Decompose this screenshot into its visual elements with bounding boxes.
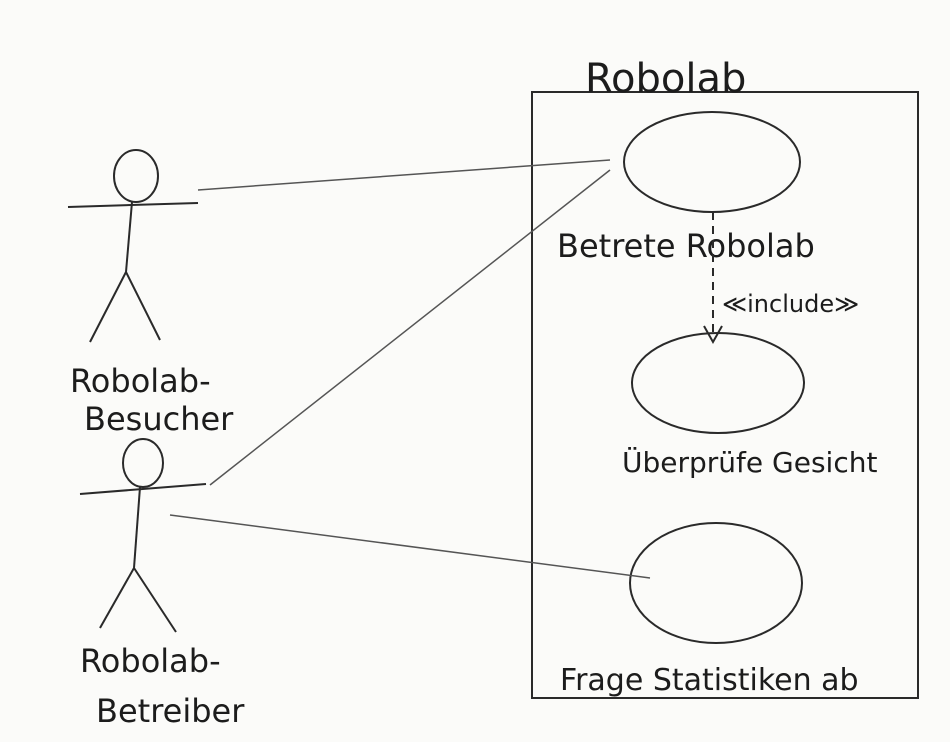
actor-operator-label-2: Betreiber: [96, 692, 245, 730]
association-visitor-enter: [197, 159, 611, 191]
actor-visitor-head: [113, 149, 159, 203]
actor-visitor-label-2: Besucher: [84, 400, 234, 438]
association-operator-stats: [169, 514, 651, 579]
actor-operator-right-leg: [133, 567, 177, 633]
use-case-check-face: [631, 332, 805, 434]
actor-visitor-left-leg: [89, 271, 127, 343]
actor-operator-arms: [79, 483, 207, 495]
system-boundary: [531, 91, 919, 699]
use-case-enter-label: Betrete Robolab: [557, 227, 815, 265]
include-label: ≪include≫: [722, 290, 859, 318]
actor-visitor-arms: [67, 202, 199, 208]
actor-operator-left-leg: [99, 567, 135, 629]
actor-visitor-right-leg: [125, 271, 161, 341]
actor-visitor: [67, 149, 199, 343]
use-case-enter: [623, 111, 801, 213]
system-title: Robolab: [585, 56, 746, 102]
association-operator-enter: [209, 169, 611, 486]
actor-visitor-body: [125, 201, 133, 273]
actor-operator-label-1: Robolab-: [80, 642, 221, 680]
actor-operator-body: [133, 486, 141, 569]
include-arrowhead: [703, 325, 723, 345]
use-case-stats-label: Frage Statistiken ab: [560, 663, 859, 698]
use-case-check-face-label: Überprüfe Gesicht: [622, 445, 877, 479]
actor-visitor-label-1: Robolab-: [70, 362, 211, 400]
actor-operator: [79, 438, 207, 633]
use-case-stats: [629, 522, 803, 644]
actor-operator-head: [122, 438, 164, 488]
